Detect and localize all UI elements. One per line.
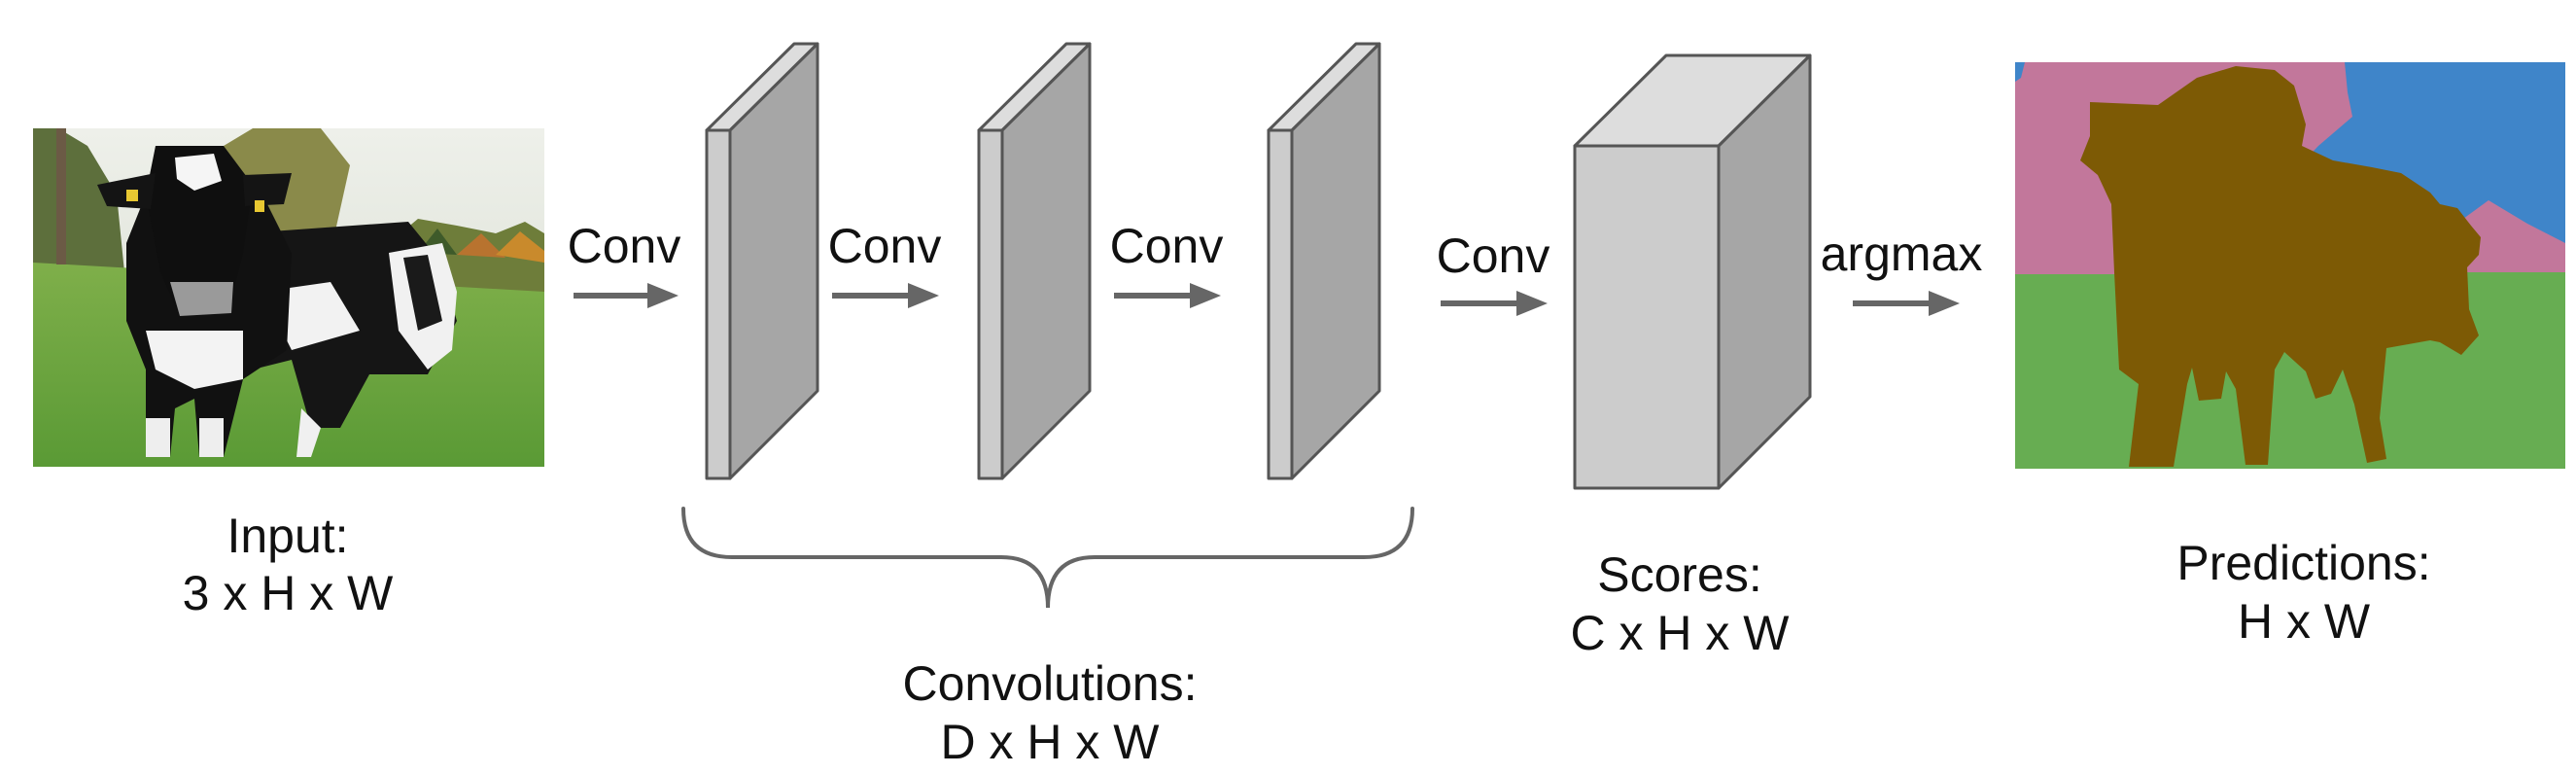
scores-caption-dims: C x H x W: [1571, 606, 1791, 660]
arrow-conv-4: [1441, 291, 1548, 316]
arrow-conv-1: [574, 283, 679, 308]
predictions-caption-dims: H x W: [2238, 594, 2371, 649]
scores-caption-title: Scores:: [1597, 547, 1762, 602]
op-label-conv-4: Conv: [1437, 229, 1550, 283]
op-label-conv-3: Conv: [1110, 219, 1224, 273]
scores-volume: [1573, 53, 1812, 490]
arrow-conv-2: [832, 283, 939, 308]
convolutions-caption-title: Convolutions:: [903, 656, 1198, 711]
input-image: [33, 128, 544, 467]
predictions-caption-title: Predictions:: [2176, 536, 2430, 590]
convolutions-brace: [681, 507, 1414, 609]
op-label-conv-2: Conv: [828, 219, 942, 273]
prediction-segmentation-map: [2015, 62, 2565, 469]
input-caption-dims: 3 x H x W: [183, 566, 394, 620]
op-label-argmax: argmax: [1821, 227, 1983, 281]
input-caption-title: Input:: [226, 509, 348, 563]
arrow-argmax: [1853, 291, 1960, 316]
arrow-conv-3: [1114, 283, 1221, 308]
convolutions-caption-dims: D x H x W: [941, 715, 1161, 769]
op-label-conv-1: Conv: [568, 219, 681, 273]
feature-map-slab-3: [1267, 42, 1381, 480]
feature-map-slab-1: [705, 42, 819, 480]
feature-map-slab-2: [977, 42, 1092, 480]
